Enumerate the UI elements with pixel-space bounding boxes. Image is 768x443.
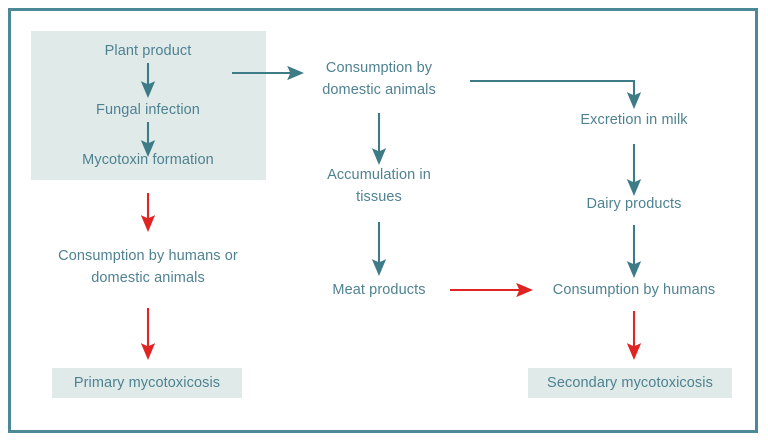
node-meat-products: Meat products xyxy=(332,281,426,298)
node-secondary-mycotoxicosis: Secondary mycotoxicosis xyxy=(528,368,732,398)
node-plant-product: Plant product xyxy=(104,42,192,59)
node-dairy-products: Dairy products xyxy=(586,195,682,212)
node-accumulation-in-tissues: Accumulation in tissues xyxy=(327,166,431,205)
node-fungal-infection: Fungal infection xyxy=(96,101,200,118)
node-mycotoxin-formation: Mycotoxin formation xyxy=(82,151,214,168)
node-consumption-by-humans: Consumption by humans xyxy=(552,281,716,298)
node-excretion-in-milk: Excretion in milk xyxy=(580,111,688,128)
node-consumption-domestic-animals: Consumption by domestic animals xyxy=(322,59,436,98)
node-consumption-humans-or-domestic-animals: Consumption by humans or domestic animal… xyxy=(58,247,238,286)
node-primary-mycotoxicosis: Primary mycotoxicosis xyxy=(52,368,242,398)
